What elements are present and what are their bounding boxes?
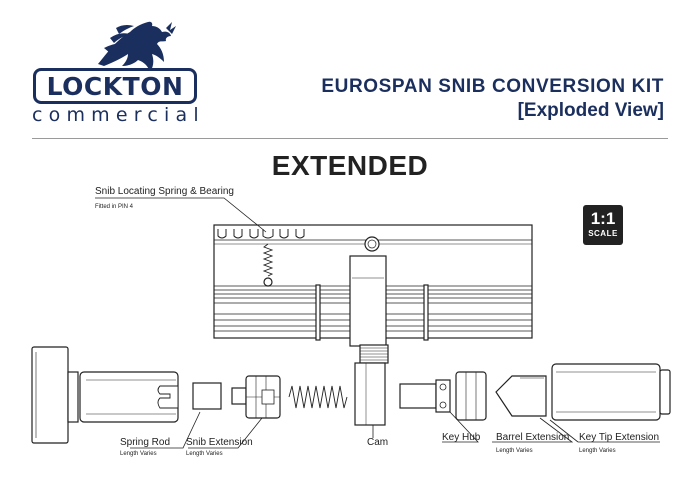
key-tip-extension-part xyxy=(495,375,547,417)
label-spring-rod: Spring Rod xyxy=(120,437,171,448)
snib-extension-part xyxy=(231,375,281,419)
snib-locating-spring xyxy=(262,243,274,277)
note-snib-extension: Length Varies xyxy=(186,451,223,457)
snib-bearing xyxy=(263,277,273,287)
label-key-hub: Key Hub xyxy=(442,432,481,443)
spring-rod-part xyxy=(79,371,179,423)
label-cam: Cam xyxy=(367,437,389,448)
header-divider xyxy=(32,138,668,139)
brand-name: LOCKTON xyxy=(46,71,184,101)
right-barrel-part xyxy=(551,363,671,421)
brand-subtitle: commercial xyxy=(32,104,205,126)
griffin-icon xyxy=(98,21,176,73)
retaining-pin-right xyxy=(423,284,429,341)
note-key-tip-extension: Length Varies xyxy=(579,448,616,454)
label-barrel-extension: Barrel Extension xyxy=(496,432,570,443)
scale-label: SCALE xyxy=(588,229,618,238)
thumbturn-part xyxy=(31,346,79,444)
key-hub-part xyxy=(399,379,451,413)
retaining-pin-left xyxy=(315,284,321,341)
scale-ratio: 1:1 xyxy=(590,209,616,228)
brand-wordmark-box: LOCKTON xyxy=(33,68,197,104)
label-snib-spring: Snib Locating Spring & Bearing xyxy=(95,186,234,197)
cam-part xyxy=(349,255,389,426)
note-snib-spring: Fitted in PIN 4 xyxy=(95,204,134,210)
pin-bores xyxy=(217,229,305,239)
state-heading: EXTENDED xyxy=(271,150,429,181)
label-key-tip-extension: Key Tip Extension xyxy=(579,432,660,443)
brand-logo: LOCKTON commercial xyxy=(30,18,200,128)
page-subtitle: [Exploded View] xyxy=(517,100,664,121)
page-title: EUROSPAN SNIB CONVERSION KIT xyxy=(321,76,664,97)
scale-badge: 1:1 SCALE xyxy=(583,205,623,245)
label-snib-extension: Snib Extension xyxy=(186,437,253,448)
coil-spring xyxy=(288,385,348,409)
spacer-block xyxy=(192,382,222,410)
note-barrel-extension: Length Varies xyxy=(496,448,533,454)
barrel-extension-part xyxy=(455,371,487,421)
leader-lines xyxy=(95,197,660,449)
note-spring-rod: Length Varies xyxy=(120,451,157,457)
